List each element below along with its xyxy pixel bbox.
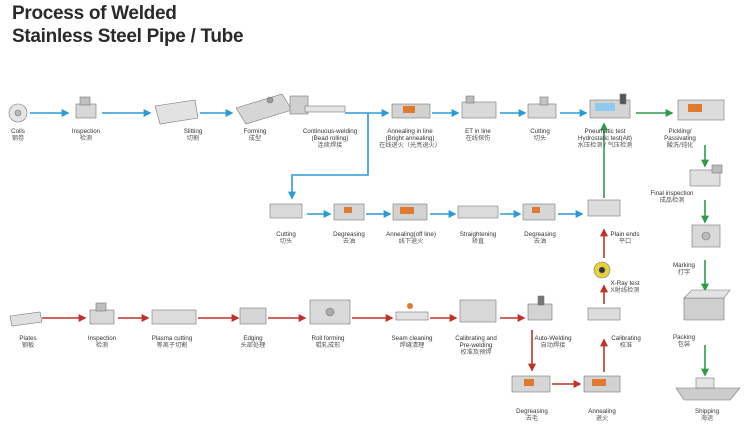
plate-line-arrows bbox=[42, 228, 608, 388]
roll-forming-machine-icon bbox=[309, 299, 351, 325]
final-inspection-icon bbox=[689, 164, 723, 187]
plate-annealing-icon bbox=[583, 375, 621, 393]
edging-machine-icon bbox=[239, 307, 267, 325]
offline-annealing-icon bbox=[392, 203, 428, 221]
xray-tester-icon bbox=[593, 261, 611, 279]
offline-cutting-icon bbox=[269, 203, 303, 219]
title-line-2: Stainless Steel Pipe / Tube bbox=[12, 26, 244, 47]
pickling-tank-icon bbox=[677, 99, 725, 121]
label-offline-annealing: Annealing(off line)线下退火 bbox=[386, 231, 436, 245]
coil-icon bbox=[8, 103, 28, 123]
label-annealing-in-line: Annealing in line(Bright annealing)在线退火（… bbox=[379, 128, 441, 149]
machines bbox=[8, 93, 741, 401]
final-line-arrows bbox=[600, 109, 709, 377]
plate-inspection-icon bbox=[89, 302, 115, 325]
arrow-to-offline bbox=[288, 113, 369, 200]
auto-welding-icon bbox=[527, 295, 553, 321]
diagram-title: Process of Welded Stainless Steel Pipe /… bbox=[12, 2, 244, 48]
inspection-machine-icon bbox=[75, 96, 97, 119]
offline-degreasing-2-icon bbox=[522, 203, 556, 221]
seam-cleaning-icon bbox=[395, 303, 429, 321]
plain-ends-machine-icon bbox=[587, 199, 621, 217]
calibrating-prewelding-icon bbox=[459, 299, 497, 323]
title-line-1: Process of Welded bbox=[12, 3, 177, 24]
plasma-cutting-icon bbox=[151, 309, 197, 325]
offline-degreasing-icon bbox=[333, 203, 365, 221]
slitting-machine-icon bbox=[154, 99, 199, 125]
straightening-machine-icon bbox=[457, 205, 499, 219]
packing-bundle-icon bbox=[683, 289, 731, 321]
plate-degreasing-icon bbox=[511, 375, 551, 393]
ship-icon bbox=[675, 377, 741, 401]
pressure-test-machine-icon bbox=[589, 93, 631, 119]
marking-machine-icon bbox=[691, 224, 721, 248]
annealing-furnace-icon bbox=[391, 103, 431, 119]
calibrating-icon bbox=[587, 307, 621, 321]
cutting-machine-icon bbox=[527, 96, 557, 119]
label-continuous-welding: Continuous-welding(Bead rolling)连续焊接 bbox=[302, 128, 358, 149]
plates-icon bbox=[9, 311, 43, 327]
welding-machine-icon bbox=[289, 95, 346, 115]
et-tester-icon bbox=[461, 95, 497, 119]
forming-machine-icon bbox=[235, 93, 293, 125]
coil-line-arrows bbox=[30, 109, 588, 218]
